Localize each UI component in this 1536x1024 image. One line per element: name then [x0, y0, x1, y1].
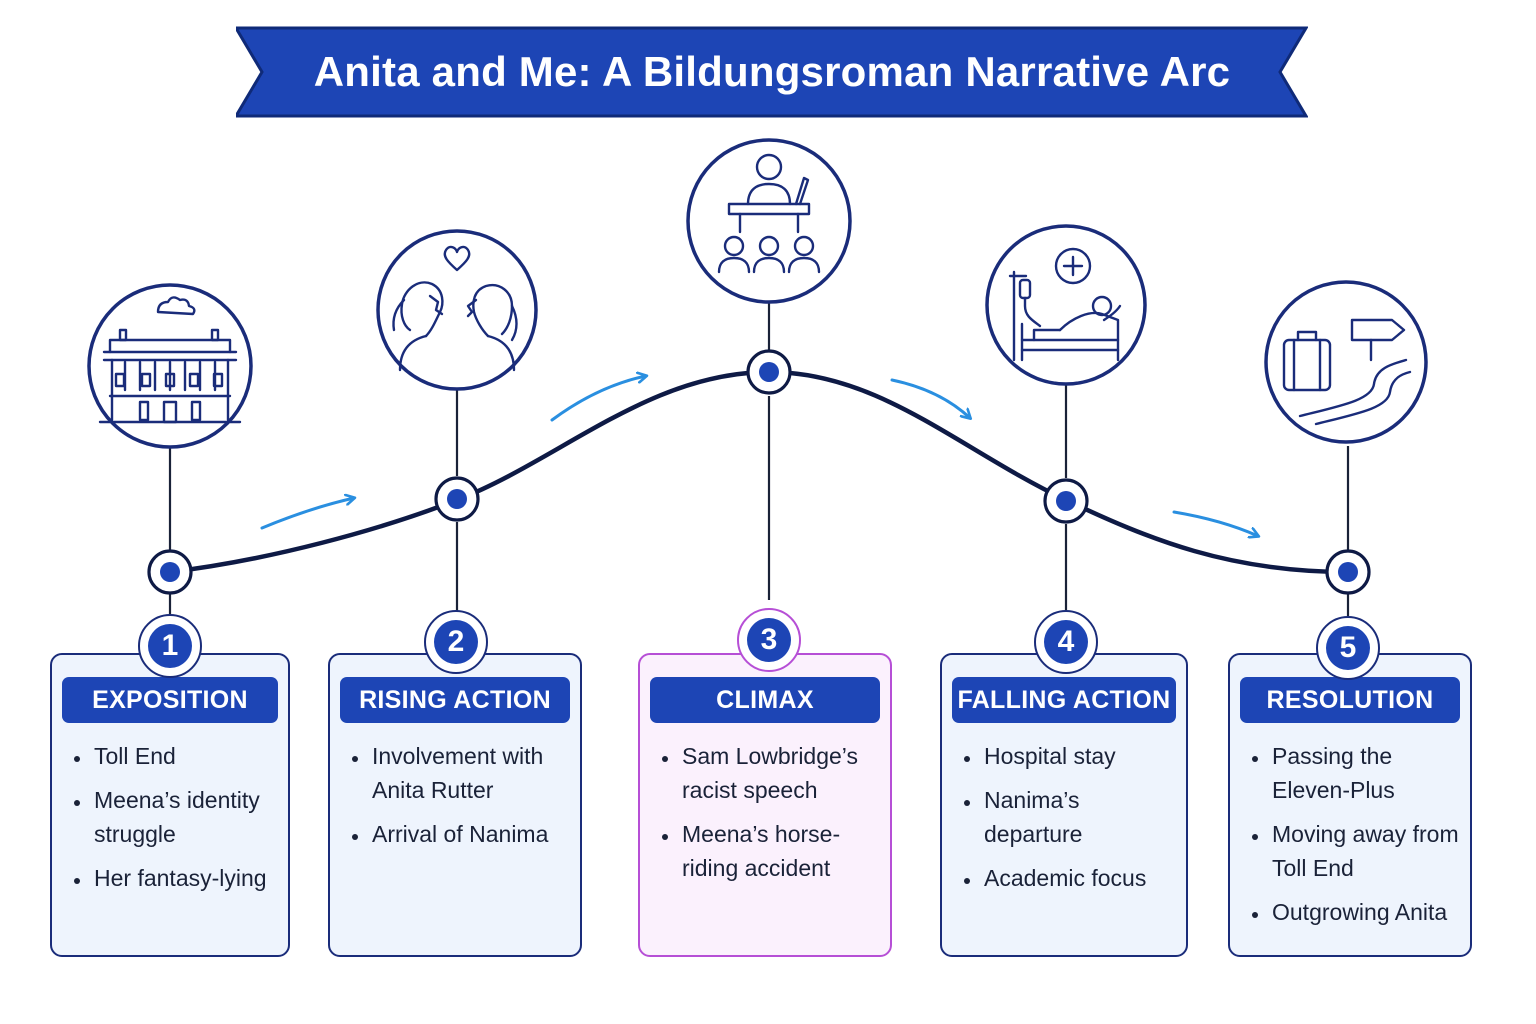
speaker-audience-icon [686, 138, 852, 304]
stage-number: 1 [148, 624, 192, 668]
stage-card-exposition: EXPOSITION Toll End Meena’s identity str… [50, 653, 290, 957]
arc-node-4 [1043, 478, 1089, 524]
arc-node-1 [147, 549, 193, 595]
list-item: Sam Lowbridge’s racist speech [680, 739, 882, 807]
direction-arrow-3 [890, 378, 970, 418]
two-girls-heart-icon [376, 229, 538, 391]
stage-card-climax: CLIMAX Sam Lowbridge’s racist speech Mee… [638, 653, 892, 957]
stage-number: 5 [1326, 626, 1370, 670]
stage-number: 4 [1044, 620, 1088, 664]
narrative-arc-curve [167, 369, 1351, 575]
stage-heading: FALLING ACTION [952, 677, 1176, 723]
stage-number-badge-2: 2 [424, 610, 488, 674]
list-item: Academic focus [982, 861, 1178, 895]
banner-ribbon [236, 26, 1308, 118]
list-item: Meena’s horse-riding accident [680, 817, 882, 885]
list-item: Arrival of Nanima [370, 817, 572, 851]
stage-card-rising-action: RISING ACTION Involvement with Anita Rut… [328, 653, 582, 957]
stage-number: 3 [747, 618, 791, 662]
stage-heading: EXPOSITION [62, 677, 278, 723]
stage-number: 2 [434, 620, 478, 664]
stage-bullets: Involvement with Anita Rutter Arrival of… [346, 739, 572, 861]
stage-card-falling-action: FALLING ACTION Hospital stay Nanima’s de… [940, 653, 1188, 957]
house-terrace-icon [87, 283, 253, 449]
stage-number-badge-5: 5 [1316, 616, 1380, 680]
list-item: Meena’s identity struggle [92, 783, 280, 851]
list-item: Outgrowing Anita [1270, 895, 1462, 929]
hospital-bed-icon [985, 224, 1147, 386]
stage-card-resolution: RESOLUTION Passing the Eleven-Plus Movin… [1228, 653, 1472, 957]
stage-heading: CLIMAX [650, 677, 880, 723]
stage-bullets: Passing the Eleven-Plus Moving away from… [1246, 739, 1462, 939]
list-item: Her fantasy-lying [92, 861, 280, 895]
list-item: Moving away from Toll End [1270, 817, 1462, 885]
arc-node-5 [1325, 549, 1371, 595]
direction-arrow-4 [1172, 510, 1258, 536]
page-title: Anita and Me: A Bildungsroman Narrative … [313, 48, 1231, 95]
direction-arrow-2 [550, 376, 646, 422]
list-item: Toll End [92, 739, 280, 773]
stage-bullets: Sam Lowbridge’s racist speech Meena’s ho… [656, 739, 882, 895]
title-banner: Anita and Me: A Bildungsroman Narrative … [236, 26, 1308, 118]
suitcase-road-signpost-icon [1264, 280, 1428, 444]
list-item: Involvement with Anita Rutter [370, 739, 572, 807]
stage-heading: RESOLUTION [1240, 677, 1460, 723]
stage-number-badge-3: 3 [737, 608, 801, 672]
stage-bullets: Hospital stay Nanima’s departure Academi… [958, 739, 1178, 905]
arc-node-3 [746, 349, 792, 395]
list-item: Passing the Eleven-Plus [1270, 739, 1462, 807]
stage-number-badge-4: 4 [1034, 610, 1098, 674]
stage-bullets: Toll End Meena’s identity struggle Her f… [68, 739, 280, 905]
list-item: Nanima’s departure [982, 783, 1178, 851]
direction-arrow-1 [260, 498, 354, 530]
stage-number-badge-1: 1 [138, 614, 202, 678]
stage-heading: RISING ACTION [340, 677, 570, 723]
list-item: Hospital stay [982, 739, 1178, 773]
arc-node-2 [434, 476, 480, 522]
